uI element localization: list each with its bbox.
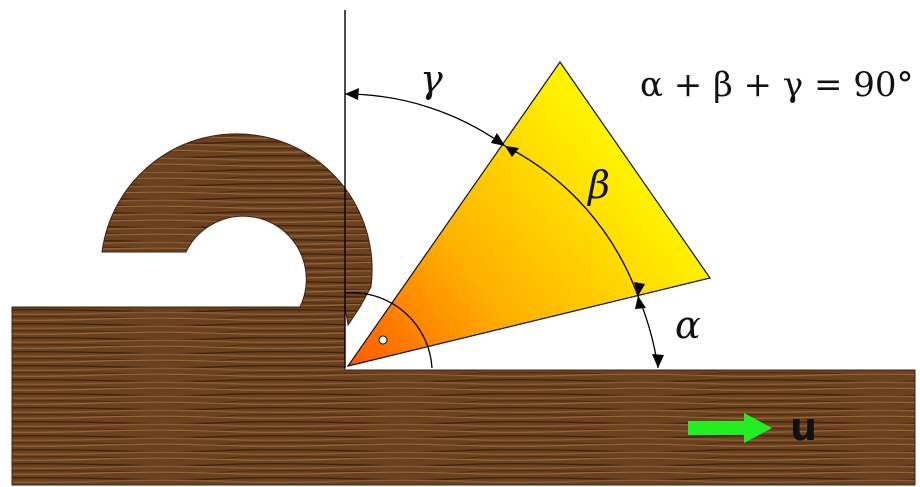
cutting-tool	[346, 60, 711, 367]
gamma-arc	[344, 93, 506, 147]
angle-sum-formula: α + β + γ = 90°	[640, 65, 914, 105]
tool-tip-point	[378, 335, 388, 345]
gamma-arrow-left	[345, 88, 359, 100]
velocity-label: u	[790, 405, 817, 449]
beta-arrow-top	[505, 146, 519, 157]
alpha-arrow-top	[635, 296, 646, 309]
wedge-angle-arc	[344, 292, 433, 369]
alpha-arrow-bottom	[652, 354, 664, 368]
velocity-arrow-icon	[688, 413, 772, 443]
gamma-label: γ	[420, 57, 443, 101]
alpha-label: α	[675, 303, 701, 347]
chip	[101, 133, 373, 327]
beta-arc	[504, 145, 639, 297]
gamma-arrow-right	[491, 133, 505, 146]
beta-label: β	[586, 163, 610, 207]
beta-arrow-bottom	[634, 282, 645, 296]
